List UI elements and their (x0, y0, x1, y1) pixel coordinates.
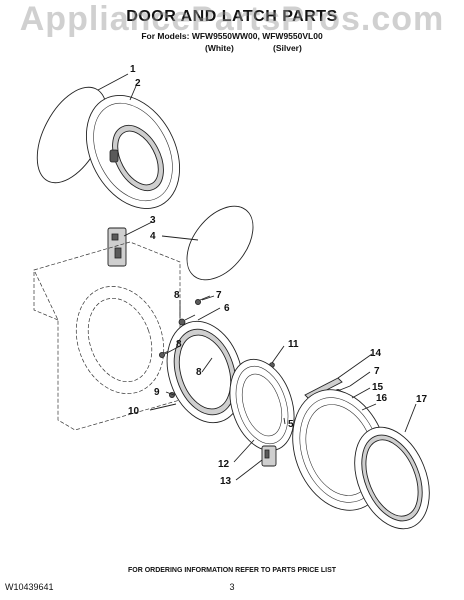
callout-3: 3 (150, 215, 156, 226)
variant-silver-label: (Silver) (273, 43, 302, 53)
callout-1: 1 (130, 64, 136, 75)
part-door-latch[interactable] (107, 227, 127, 267)
callout-8b: 8 (176, 339, 182, 350)
callout-14: 14 (370, 348, 382, 359)
callout-2: 2 (135, 78, 141, 89)
callout-12: 12 (218, 459, 230, 470)
callout-7a: 7 (216, 290, 222, 301)
part-door-trim-ring[interactable] (341, 416, 444, 540)
callout-9: 9 (154, 387, 160, 398)
callout-8a: 8 (174, 290, 180, 301)
callout-11: 11 (288, 339, 299, 350)
page-number: 3 (229, 582, 235, 592)
callout-15: 15 (372, 382, 384, 393)
diagram-title: DOOR AND LATCH PARTS (126, 8, 338, 25)
callout-16: 16 (376, 393, 388, 404)
part-door-frame-inner[interactable] (155, 311, 256, 432)
part-door-hinge[interactable] (261, 445, 277, 467)
callout-4: 4 (150, 231, 156, 242)
callout-6: 6 (224, 303, 230, 314)
part-door-assembly[interactable] (68, 79, 199, 224)
ordering-note: FOR ORDERING INFORMATION REFER TO PARTS … (127, 567, 337, 574)
callout-10: 10 (128, 406, 140, 417)
document-number: W10439641 (5, 582, 54, 592)
callout-5: 5 (288, 419, 294, 430)
callout-13: 13 (220, 476, 232, 487)
part-inner-lens[interactable] (174, 194, 267, 292)
callout-8c: 8 (196, 367, 202, 378)
cabinet-front-outline (33, 241, 181, 431)
callout-17: 17 (416, 394, 428, 405)
part-door-glass[interactable] (219, 351, 305, 459)
callout-7b: 7 (374, 366, 380, 377)
leader-lines (97, 73, 417, 481)
model-numbers: For Models: WFW9550WW00, WFW9550VL00 (141, 31, 323, 41)
variant-white-label: (White) (205, 43, 234, 53)
